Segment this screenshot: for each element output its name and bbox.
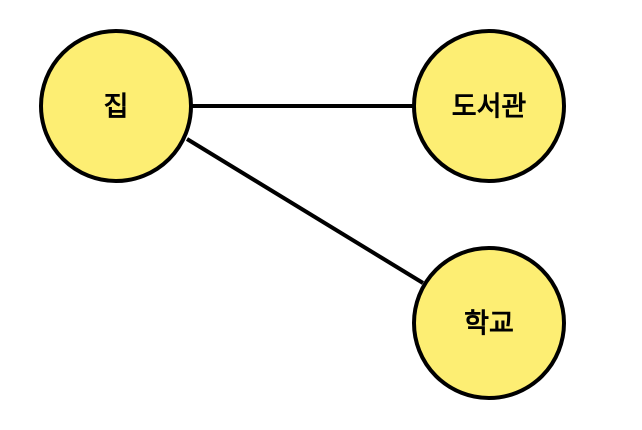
node-library-circle [412, 29, 566, 183]
node-library-label: 도서관 [452, 92, 527, 123]
node-school: 학교 [412, 246, 566, 400]
node-home-circle [39, 29, 193, 183]
node-library: 도서관 [412, 29, 566, 183]
node-home: 집 [39, 29, 193, 183]
node-school-circle [412, 246, 566, 400]
node-home-label: 집 [104, 92, 129, 123]
edge-home-school [185, 137, 425, 285]
node-school-label: 학교 [464, 309, 514, 340]
